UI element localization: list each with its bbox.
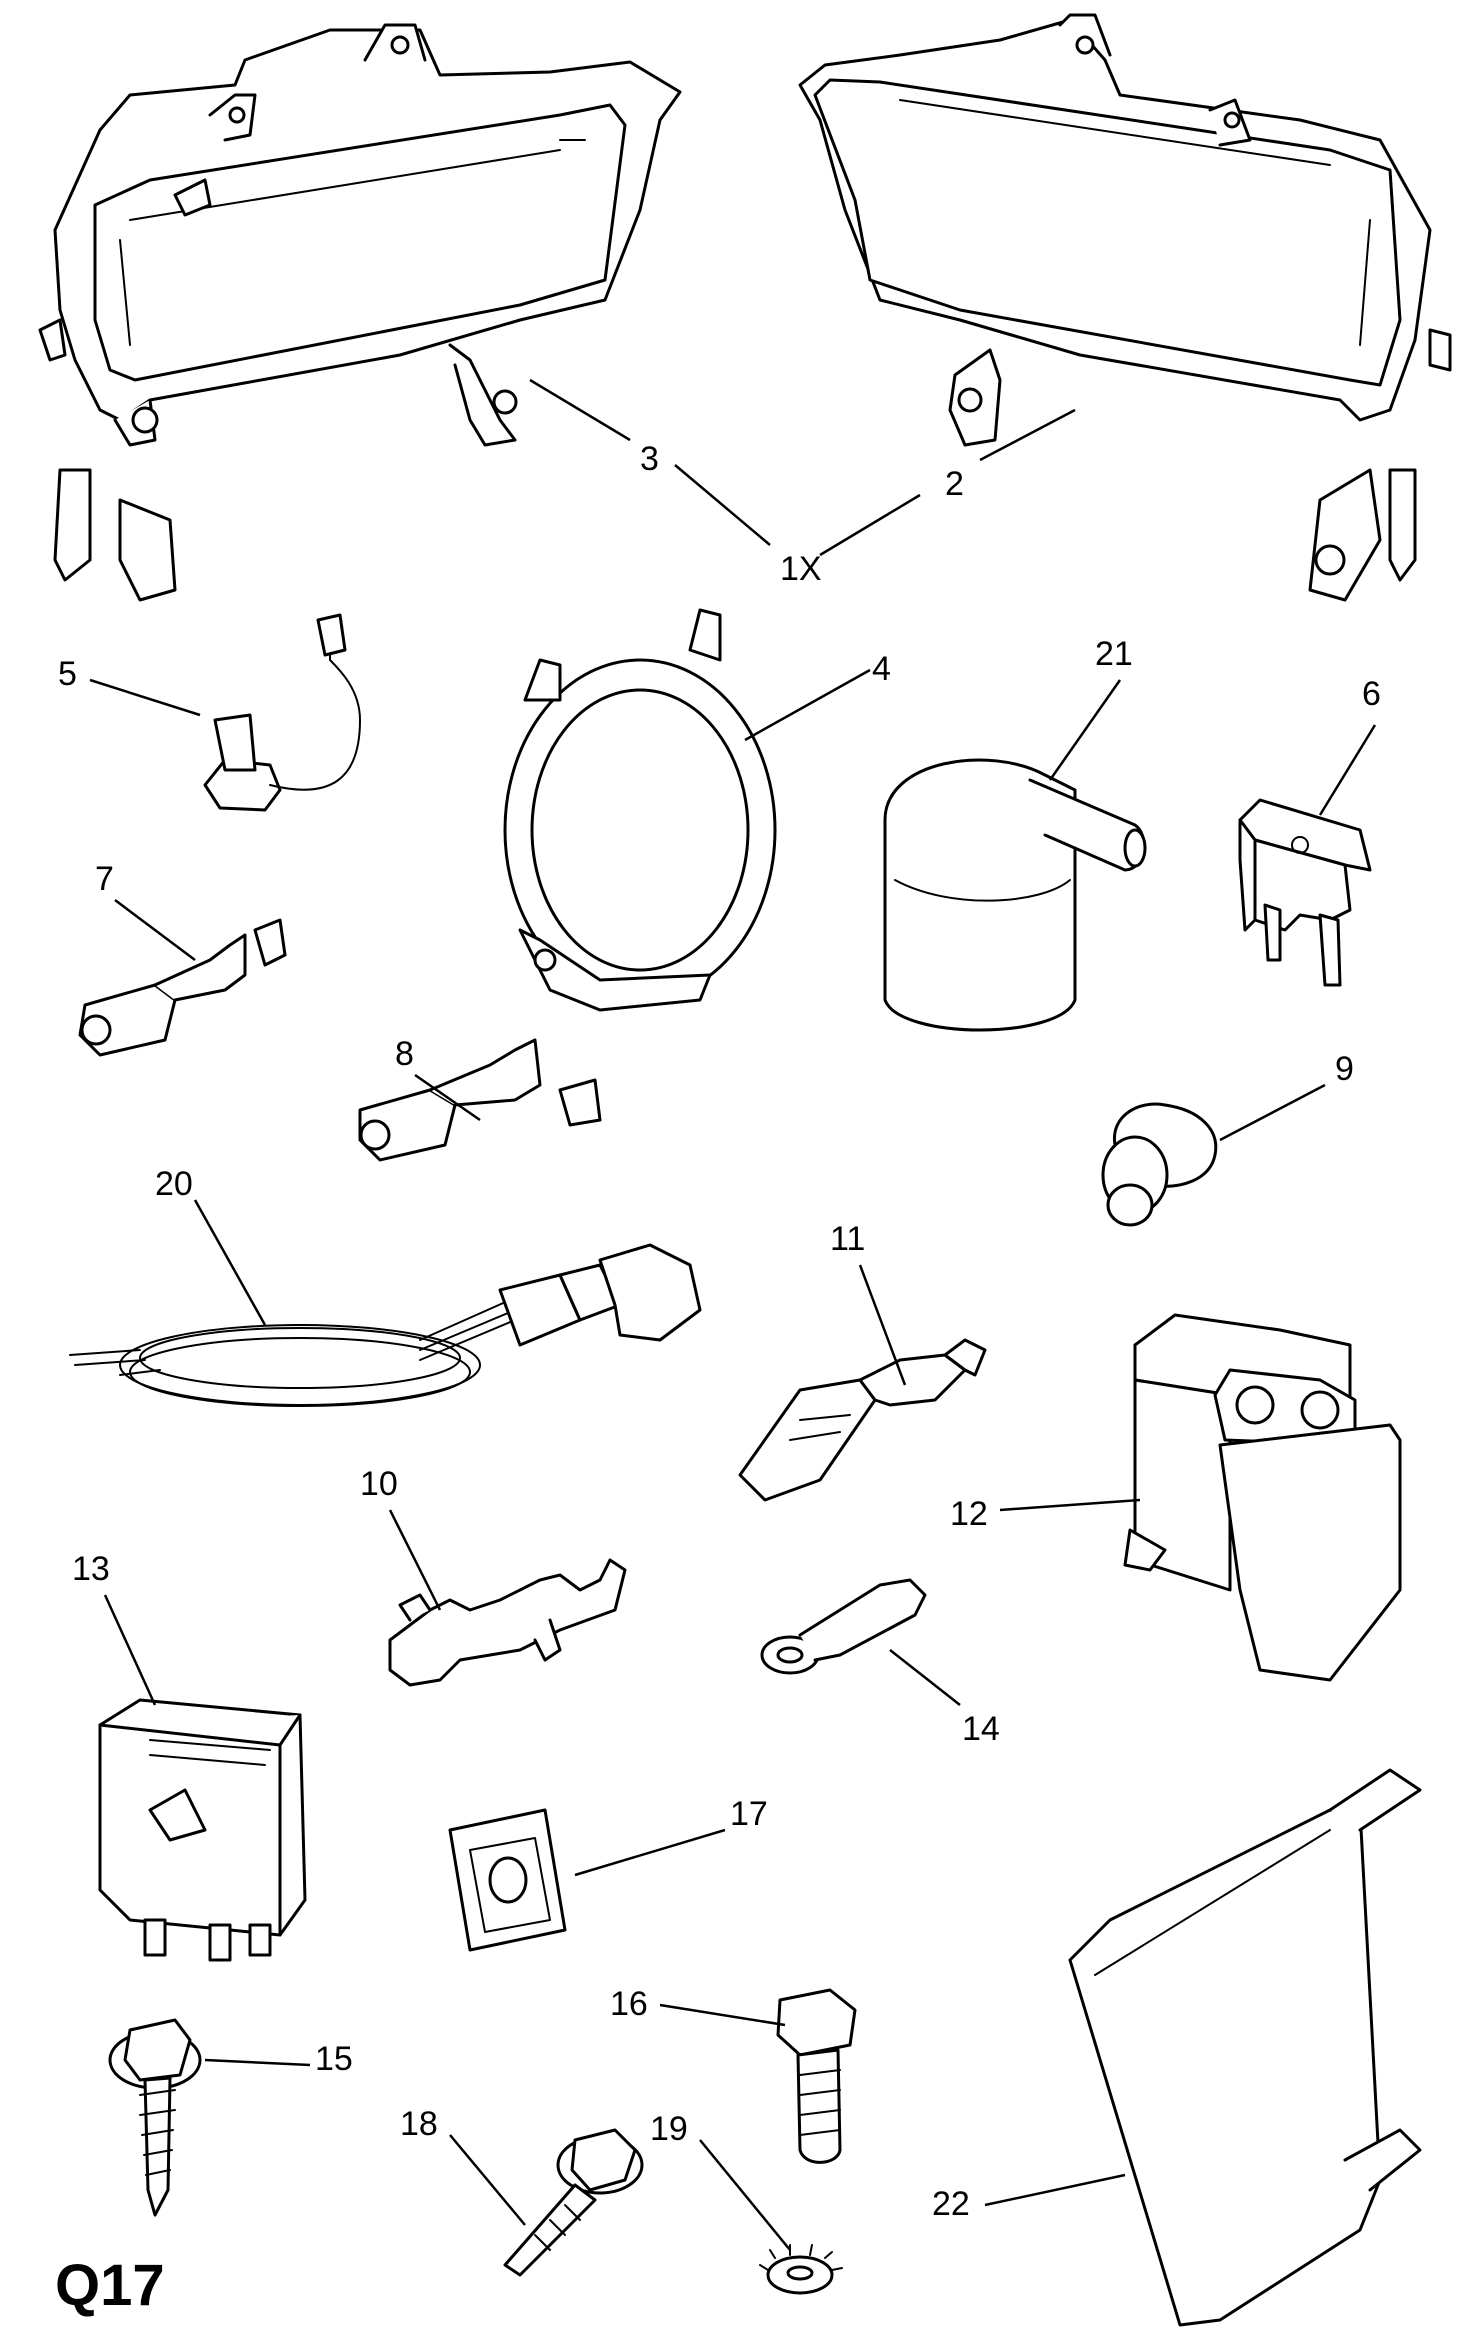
- callout-4: 4: [872, 650, 891, 688]
- bulb-with-lead: [203, 613, 361, 812]
- diagram-code: Q17: [55, 2253, 165, 2318]
- ring-terminal: [760, 1578, 927, 1675]
- wiring-harness: [69, 1243, 702, 1407]
- callout-14: 14: [962, 1710, 1000, 1748]
- callout-22: 22: [932, 2185, 970, 2223]
- trim-cover: [1068, 1768, 1422, 2327]
- connector-housing: [738, 1338, 987, 1502]
- callout-6: 6: [1362, 675, 1381, 713]
- callout-11: 11: [830, 1220, 865, 1258]
- terminal-8: [358, 1038, 602, 1162]
- callout-21: 21: [1095, 635, 1133, 673]
- leader-lines: [89, 378, 1377, 2251]
- fog-lamp-right: [798, 13, 1452, 602]
- callout-17: 17: [730, 1795, 768, 1833]
- callout-18: 18: [400, 2105, 438, 2143]
- terminal-10: [388, 1558, 627, 1687]
- callout-2: 2: [945, 465, 964, 503]
- flanged-screw-15: [108, 2018, 202, 2217]
- fog-light-switch: [1123, 1313, 1402, 1682]
- callout-15: 15: [315, 2040, 353, 2078]
- callout-12: 12: [950, 1495, 988, 1533]
- callout-1x: 1X: [780, 550, 822, 588]
- lamp-bracket-ring: [503, 608, 777, 1012]
- callout-13: 13: [72, 1550, 110, 1588]
- callout-8: 8: [395, 1035, 414, 1073]
- callout-19: 19: [650, 2110, 688, 2148]
- callout-labels: 3 2 1X 5 4 21 6 7 8 9 20 11 12 10 13 14 …: [55, 440, 1381, 2318]
- hex-bolt-16: [776, 1988, 857, 2164]
- clip-nut: [448, 1808, 567, 1952]
- blade-fuse: [1238, 798, 1372, 987]
- lock-washer: [759, 2244, 843, 2295]
- callout-3: 3: [640, 440, 659, 478]
- callout-16: 16: [610, 1985, 648, 2023]
- fog-lamp-left: [38, 23, 682, 602]
- callout-10: 10: [360, 1465, 398, 1503]
- terminal-7: [78, 918, 287, 1057]
- screw-18: [503, 2128, 644, 2277]
- callout-7: 7: [95, 860, 114, 898]
- lamp-cap: [883, 758, 1147, 1032]
- callout-20: 20: [155, 1165, 193, 1203]
- callout-9: 9: [1335, 1050, 1354, 1088]
- callout-5: 5: [58, 655, 77, 693]
- grommet: [1101, 1102, 1218, 1227]
- relay: [98, 1698, 307, 1962]
